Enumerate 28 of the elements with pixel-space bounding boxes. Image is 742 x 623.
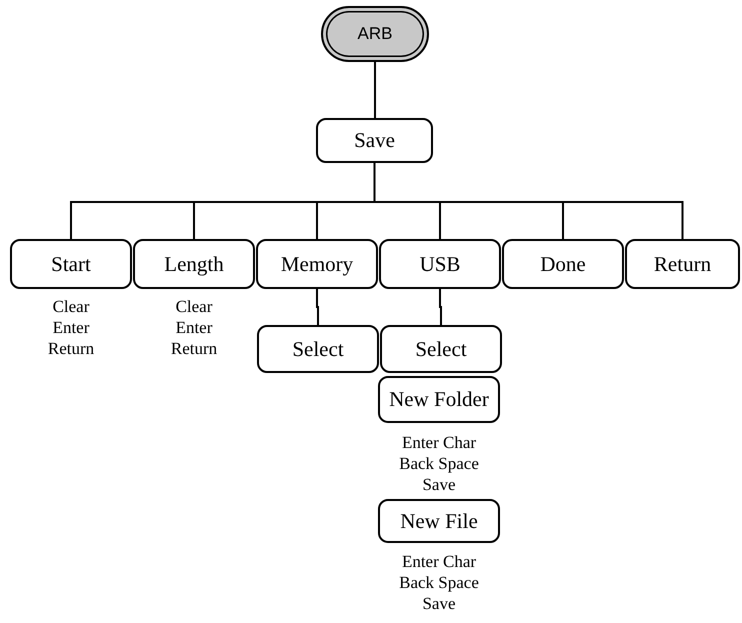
menu-box: Memory — [256, 239, 378, 289]
menu-option-text: Enter Char — [400, 551, 478, 572]
menu-box: Select — [257, 325, 379, 373]
menu-option-text: Save — [421, 474, 457, 495]
menu-option-text: Enter — [52, 317, 90, 338]
menu-option-text: Back Space — [399, 572, 479, 593]
menu-option-text: Return — [48, 338, 94, 359]
menu-box: USB — [379, 239, 501, 289]
menu-box: New File — [378, 499, 500, 543]
menu-box: Return — [625, 239, 740, 289]
menu-option-text: Back Space — [399, 453, 479, 474]
menu-option-text: Enter — [174, 317, 214, 338]
connector-line — [374, 163, 684, 239]
menu-box: Select — [380, 325, 502, 373]
connector-line — [439, 289, 442, 325]
menu-option-text: Enter Char — [400, 432, 478, 453]
connector-line — [374, 62, 376, 118]
connector-line — [316, 289, 319, 325]
menu-key-button: ARB — [321, 6, 429, 62]
menu-option-text: Clear — [174, 296, 214, 317]
menu-box: Start — [10, 239, 132, 289]
menu-box: Length — [133, 239, 255, 289]
menu-option-text: Return — [170, 338, 218, 359]
menu-option-text: Clear — [52, 296, 90, 317]
menu-box: Save — [316, 118, 433, 163]
menu-box: New Folder — [378, 376, 500, 423]
menu-box: Done — [502, 239, 624, 289]
menu-option-text: Save — [421, 593, 457, 614]
